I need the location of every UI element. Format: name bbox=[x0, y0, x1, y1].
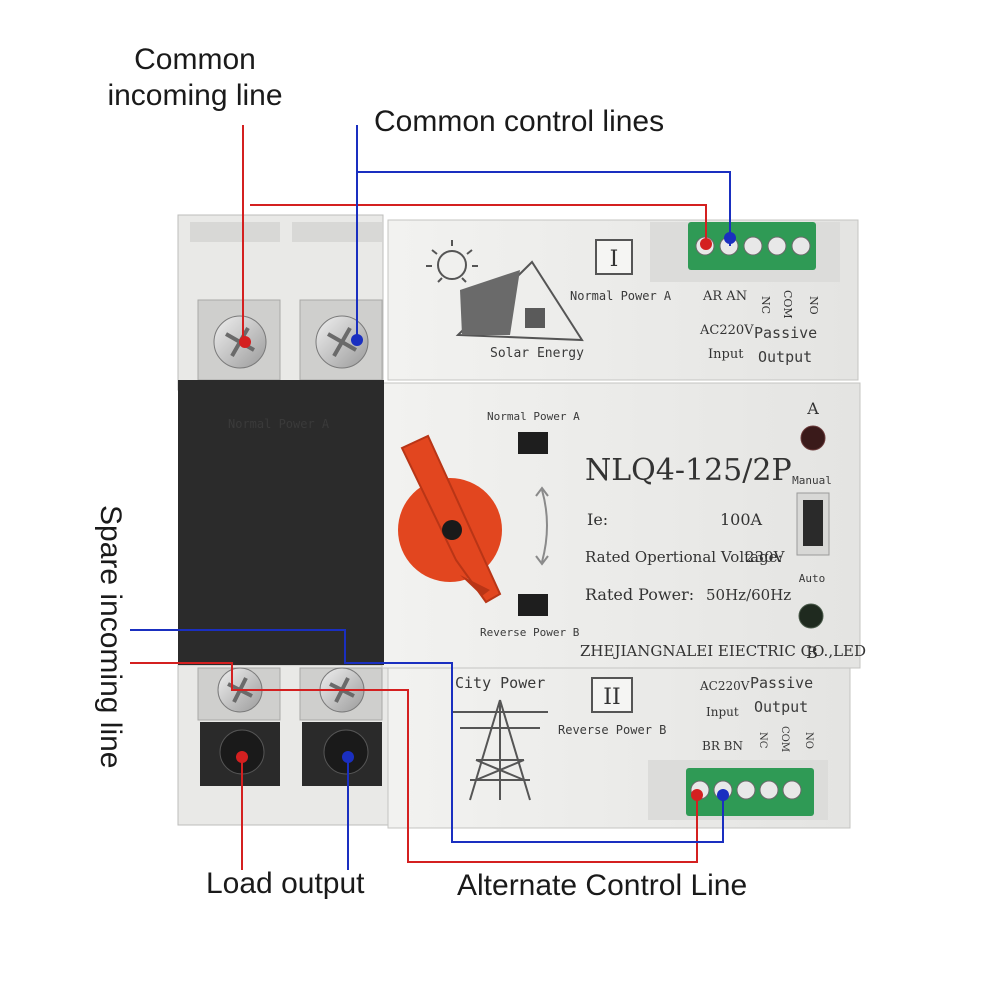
mid-reverse-power-label: Reverse Power B bbox=[480, 626, 580, 639]
bottom-passive-label: Passive bbox=[750, 674, 813, 692]
bottom-terminal-names: BR BN bbox=[702, 739, 743, 753]
bottom-com-label: COM bbox=[779, 726, 790, 752]
manual-label: Manual bbox=[792, 474, 832, 487]
city-power-label: City Power bbox=[455, 674, 545, 692]
model-number: NLQ4-125/2P bbox=[585, 453, 792, 488]
bottom-nc-label: NC bbox=[757, 732, 768, 749]
power-value: 50Hz/60Hz bbox=[706, 586, 791, 604]
blue-wires bbox=[130, 125, 731, 870]
voltage-label: Rated Opertional Voltage: bbox=[585, 548, 783, 566]
led-b-indicator bbox=[798, 603, 824, 629]
dark-cover-label: Normal Power A bbox=[228, 417, 330, 431]
roman-box bbox=[595, 239, 633, 275]
power-tower-icon bbox=[452, 699, 548, 801]
top-com-label: COM bbox=[781, 290, 794, 319]
top-voltage-label: AC220V bbox=[699, 323, 754, 338]
sun-icon bbox=[426, 240, 478, 283]
callout-spare-incoming-line: Spare incoming line bbox=[94, 505, 127, 769]
red-wires bbox=[130, 125, 707, 870]
led-a-indicator bbox=[800, 425, 826, 451]
common-control-blue-wire bbox=[357, 171, 731, 246]
ie-value: 100A bbox=[720, 510, 763, 529]
common-control-red-wire bbox=[250, 204, 707, 246]
top-normal-power-label: Normal Power A bbox=[570, 289, 672, 303]
middle-panel-content: Normal Power A Reverse Power B NLQ4-125/… bbox=[398, 399, 866, 662]
led-a-label: A bbox=[806, 399, 819, 418]
top-passive-label: Passive bbox=[754, 324, 817, 342]
top-output-label: Output bbox=[758, 348, 812, 366]
ie-label: Ie: bbox=[587, 510, 608, 529]
roman-two: II bbox=[603, 685, 620, 710]
rotate-arrow-icon bbox=[541, 489, 548, 563]
brand-label: Solar Energy bbox=[490, 346, 584, 361]
indicator-window bbox=[518, 432, 548, 454]
top-no-label: NO bbox=[807, 296, 820, 315]
alternate-control-blue-wire bbox=[130, 629, 724, 843]
callout-common-incoming-line-2: incoming line bbox=[107, 79, 283, 112]
maker-label: ZHEJIANGNALEI EIECTRIC CO.,LED bbox=[580, 642, 866, 660]
callout-load-output: Load output bbox=[206, 867, 365, 900]
roman-one: I bbox=[610, 247, 619, 272]
bottom-input-label: Input bbox=[706, 705, 739, 719]
bottom-voltage-label: AC220V bbox=[699, 679, 750, 693]
mode-switch-lever[interactable] bbox=[803, 500, 823, 546]
top-input-label: Input bbox=[708, 347, 744, 362]
house-icon bbox=[455, 260, 584, 342]
rotary-handle[interactable] bbox=[398, 434, 502, 604]
callout-common-incoming-line-1: Common bbox=[134, 43, 256, 76]
wire-dots bbox=[236, 232, 736, 801]
top-terminal-names: AR AN bbox=[702, 289, 747, 304]
mid-normal-power-label: Normal Power A bbox=[487, 410, 580, 423]
led-b-label: B bbox=[806, 643, 818, 662]
bottom-output-label: Output bbox=[754, 698, 808, 716]
auto-label: Auto bbox=[799, 572, 826, 585]
callout-common-incoming-line: Common incoming line bbox=[100, 42, 290, 114]
dark-cover: Normal Power A bbox=[178, 380, 384, 665]
bottom-terminal-block bbox=[686, 768, 814, 816]
callout-alternate-control-line: Alternate Control Line bbox=[457, 869, 748, 902]
callout-common-control-lines: Common control lines bbox=[374, 105, 665, 138]
power-label: Rated Power: bbox=[585, 585, 694, 604]
screw-icon bbox=[315, 315, 369, 369]
voltage-value: 230V bbox=[745, 548, 786, 566]
bottom-panel-content: City Power II Reverse Power B AC220V Inp… bbox=[452, 674, 814, 801]
roman-box bbox=[591, 677, 633, 713]
indicator-window bbox=[518, 594, 548, 616]
alternate-control-red-wire bbox=[130, 662, 698, 863]
bottom-reverse-power-label: Reverse Power B bbox=[558, 723, 666, 737]
top-panel-content: I Normal Power A Solar Energy AR AN NC C… bbox=[426, 239, 820, 366]
top-nc-label: NC bbox=[759, 296, 772, 314]
bottom-no-label: NO bbox=[803, 732, 814, 749]
